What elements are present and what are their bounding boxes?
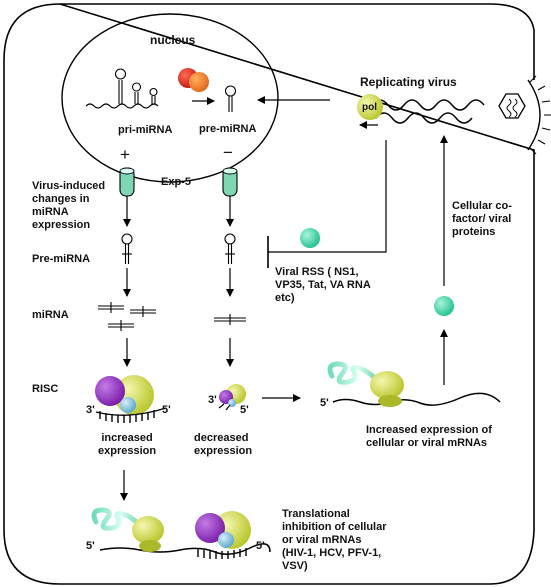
polymerase: [357, 94, 383, 120]
translational-line-1: Translational: [282, 508, 350, 520]
viral-rss-line-1: Viral RSS ( NS1,: [275, 266, 359, 278]
pol-label: pol: [362, 102, 377, 113]
five-prime-bottom-right: 5': [256, 540, 265, 552]
risc-on-mrna: [195, 511, 251, 559]
decreased-line-2: expression: [194, 445, 253, 457]
pre-mirna-hairpin-left: [121, 233, 133, 264]
cofactor-line-2: factor/ viral: [452, 213, 512, 225]
increased-expression-label: increased expression: [98, 432, 156, 458]
virus-induced-label: Virus-induced changes in miRNA expressio…: [32, 180, 105, 232]
mrna-repressed-strand: [99, 543, 271, 555]
ribosome-large-lower: [132, 516, 164, 544]
cofactor-label: Cellular co- factor/ viral proteins: [452, 200, 512, 239]
mirna-duplexes-left: [98, 302, 156, 331]
drosha-orange: [189, 72, 209, 92]
three-prime-right: 3': [208, 394, 217, 406]
increased-mrna-label: Increased expression of cellular or vira…: [366, 424, 492, 450]
five-prime-bottom-left: 5': [86, 540, 95, 552]
cell-membrane: [3, 3, 535, 585]
translational-inhibition-label: Translational inhibition of cellular or …: [282, 508, 387, 573]
minus-sign: −: [223, 143, 233, 162]
mrna-increased-strand: [332, 392, 501, 406]
replicating-virus-label: Replicating virus: [360, 75, 457, 89]
five-prime-left: 5': [162, 404, 171, 416]
risc-label: RISC: [32, 383, 59, 395]
risc-complex-small: [218, 384, 246, 411]
cofactor-protein: [434, 296, 454, 316]
cofactor-line-1: Cellular co-: [452, 200, 512, 212]
viral-rss-label: Viral RSS ( NS1, VP35, Tat, VA RNA etc): [275, 266, 371, 305]
pre-mirna-nucleus-label: pre-miRNA: [199, 123, 257, 135]
plus-sign: +: [120, 145, 130, 164]
increased-mrna-line-2: cellular or viral mRNAs: [366, 437, 488, 449]
translational-line-2: inhibition of cellular: [282, 521, 387, 533]
viral-rss-line-2: VP35, Tat, VA RNA: [275, 279, 371, 291]
exp5-channel-right: [222, 167, 238, 197]
ribosome-small-upper: [378, 395, 402, 407]
pre-mirna-label: Pre-miRNA: [32, 253, 91, 265]
virus-induced-line-3: miRNA: [32, 206, 69, 218]
viral-rna-top: [371, 99, 485, 111]
nascent-peptide-upper: [327, 361, 389, 393]
viral-rna-bottom: [375, 112, 473, 124]
increased-line-1: increased: [101, 432, 153, 444]
rss-inhibition-line: [268, 140, 387, 253]
translational-line-4: (HIV-1, HCV, PFV-1,: [282, 547, 382, 559]
virus-induced-line-1: Virus-induced: [32, 180, 106, 192]
increased-mrna-line-1: Increased expression of: [366, 424, 492, 436]
viral-rss-line-3: etc): [275, 292, 295, 304]
exp5-channel-left: [119, 167, 135, 197]
mirna-duplex-right: [214, 314, 246, 325]
translational-line-3: or viral mRNAs: [282, 534, 362, 546]
viral-rss-protein: [300, 228, 320, 248]
virus-induced-line-2: changes in: [32, 193, 90, 205]
cofactor-line-3: proteins: [452, 226, 496, 238]
decreased-expression-label: decreased expression: [194, 432, 252, 458]
risc-complex-large: [95, 375, 167, 423]
pri-mirna-glyph: [85, 68, 159, 109]
exp5-label: Exp-5: [161, 176, 191, 188]
pre-mirna-hairpin-right: [224, 233, 236, 264]
five-prime-mrna: 5': [320, 397, 329, 409]
nascent-peptide-lower: [91, 507, 151, 537]
pre-mirna-hairpin-nucleus: [224, 85, 237, 112]
virus-particle-icon: [498, 75, 551, 155]
ribosome-small-lower: [139, 540, 161, 552]
nucleus-label: nucleus: [150, 33, 196, 47]
mirna-label: miRNA: [32, 309, 69, 321]
ribosome-large-upper: [370, 371, 404, 399]
virus-induced-line-4: expression: [32, 219, 91, 231]
pri-mirna-label: pri-miRNA: [118, 124, 173, 136]
increased-line-2: expression: [98, 445, 157, 457]
nucleus-membrane: [61, 13, 279, 183]
decreased-line-1: decreased: [194, 432, 249, 444]
translational-line-5: VSV): [282, 560, 308, 572]
five-prime-right: 5': [240, 404, 249, 416]
three-prime-left: 3': [86, 404, 95, 416]
